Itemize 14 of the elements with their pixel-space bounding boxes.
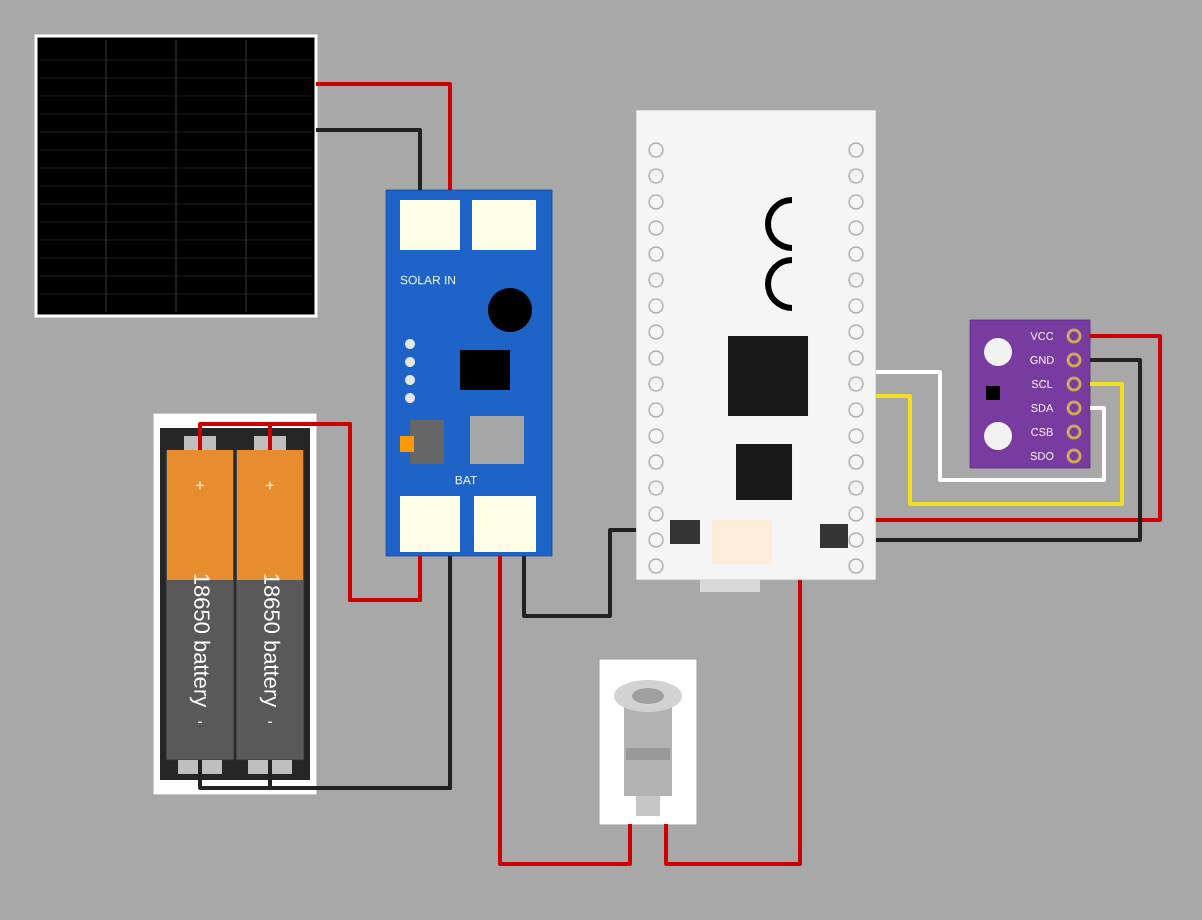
wire <box>316 128 422 190</box>
wire <box>876 334 1162 522</box>
microcontroller-board-drawing <box>635 109 877 592</box>
wire <box>664 580 802 866</box>
solar-panel-drawing <box>34 34 318 318</box>
wire <box>268 422 422 602</box>
wire <box>316 82 452 190</box>
wire <box>876 358 1142 542</box>
wire <box>876 382 1124 506</box>
wire <box>498 556 632 866</box>
wire <box>876 370 1106 482</box>
push-button-drawing <box>599 659 697 825</box>
wire <box>522 528 636 618</box>
wire <box>268 556 452 790</box>
